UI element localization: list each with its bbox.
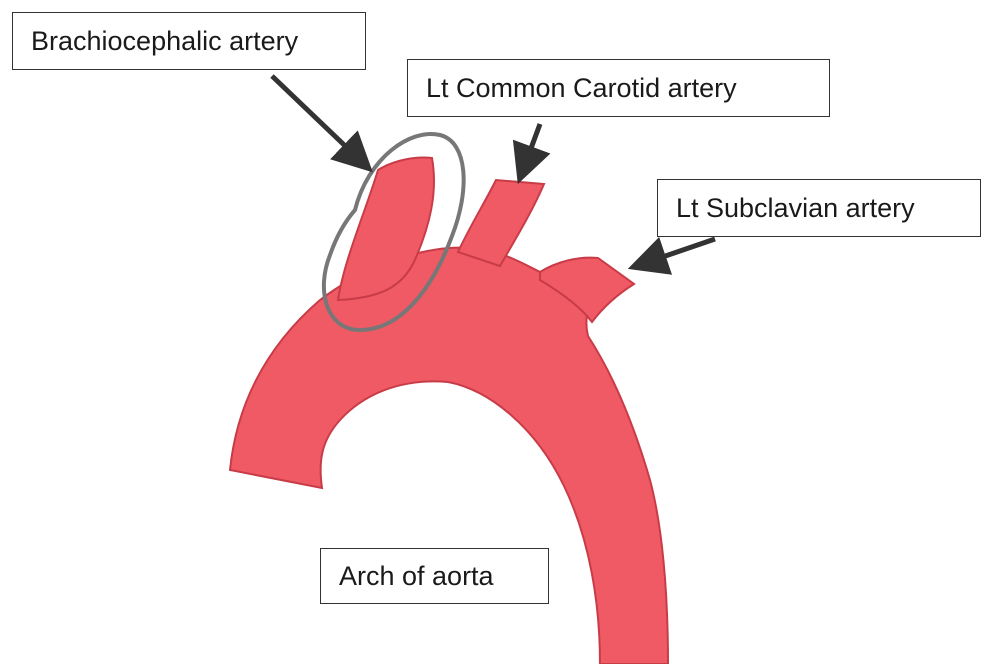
label-text: Lt Subclavian artery — [676, 195, 915, 222]
label-lt-subclavian-artery: Lt Subclavian artery — [657, 179, 981, 237]
label-lt-common-carotid-artery: Lt Common Carotid artery — [407, 59, 830, 117]
label-arch-of-aorta: Arch of aorta — [320, 548, 549, 604]
arrow-to-brachiocephalic — [272, 76, 362, 162]
label-brachiocephalic-artery: Brachiocephalic artery — [12, 12, 366, 70]
label-text: Lt Common Carotid artery — [426, 75, 737, 102]
label-text: Arch of aorta — [339, 563, 494, 590]
arrow-to-carotid — [523, 124, 540, 170]
arrow-to-subclavian — [642, 239, 715, 264]
carotid-branch — [458, 180, 544, 266]
label-text: Brachiocephalic artery — [31, 28, 298, 55]
